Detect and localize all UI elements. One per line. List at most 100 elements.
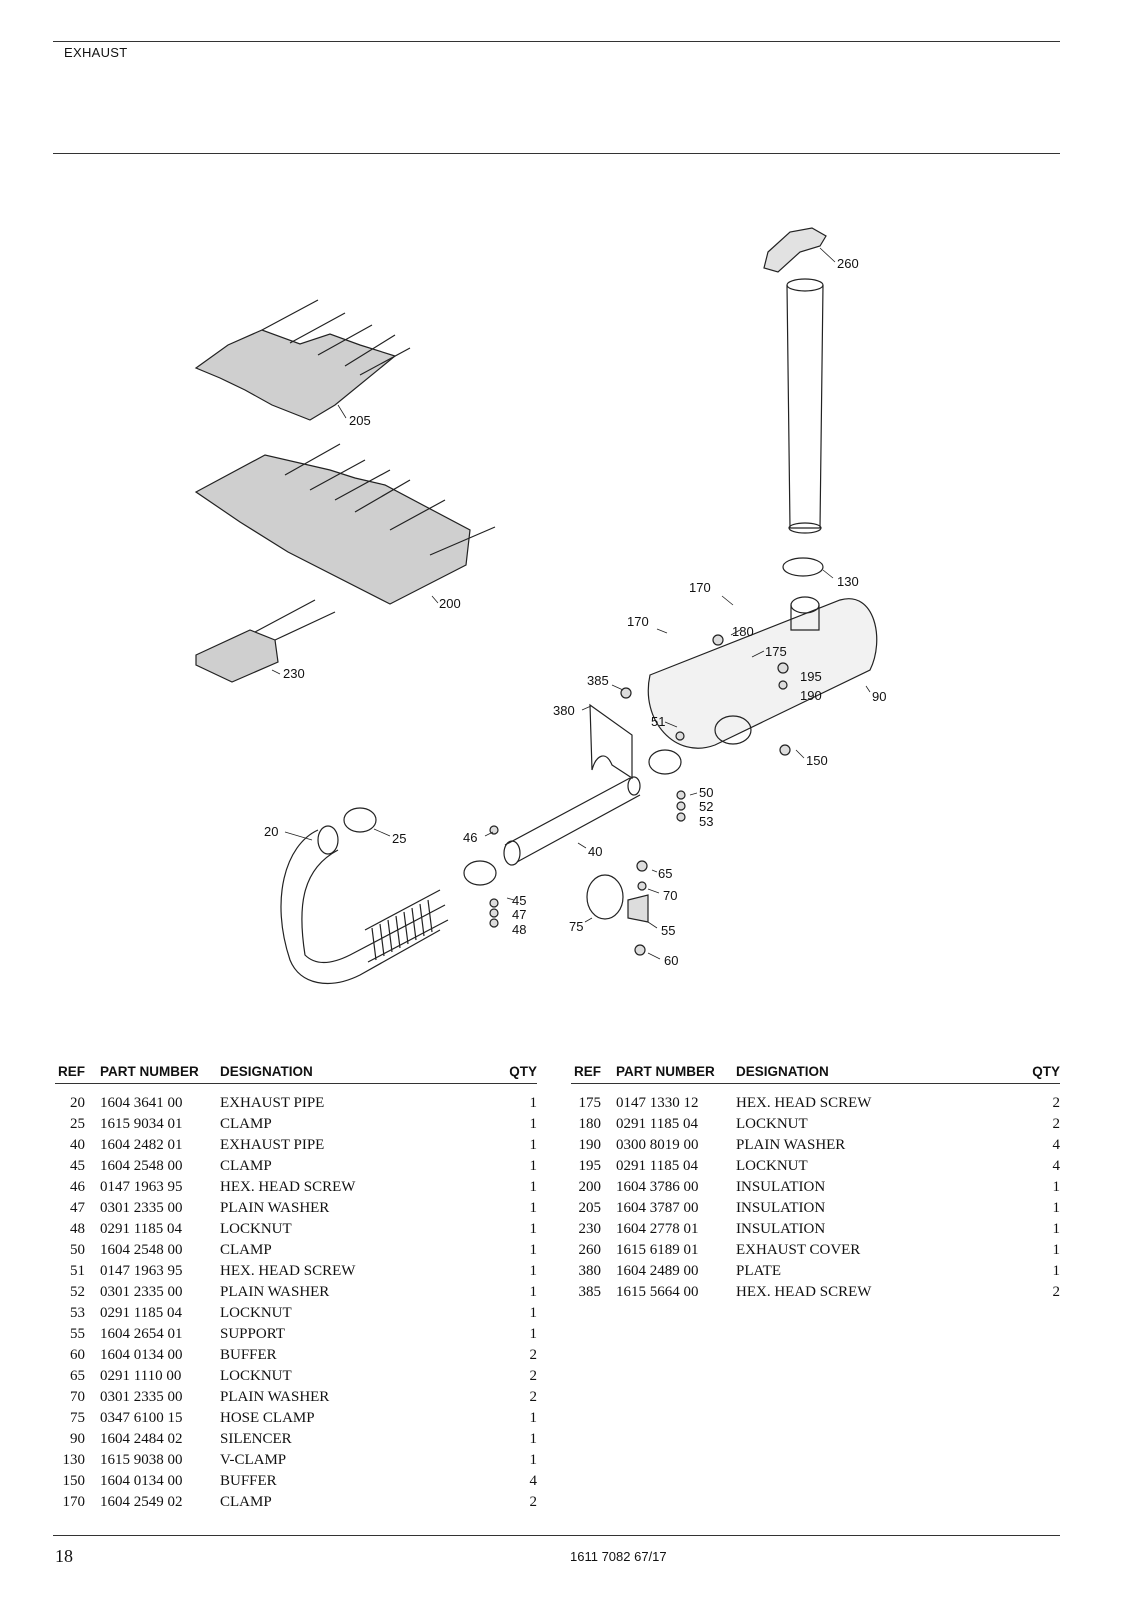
cell-part-number: 1604 2778 01 [616, 1221, 699, 1237]
cell-ref: 48 [70, 1221, 85, 1237]
cell-ref: 45 [70, 1158, 85, 1174]
column-header-qty: QTY [996, 1060, 1060, 1084]
table-spacer-row [571, 1084, 1060, 1094]
cell-qty: 4 [529, 1473, 538, 1489]
table-header-row: REF PART NUMBER DESIGNATION QTY [55, 1060, 537, 1084]
callout-65: 65 [658, 866, 672, 881]
cell-part-number: 0291 1185 04 [100, 1305, 182, 1321]
cell-part-number: 0300 8019 00 [616, 1137, 699, 1153]
cell-designation: EXHAUST PIPE [220, 1095, 325, 1111]
callout-380: 380 [553, 703, 575, 718]
cell-qty: 1 [529, 1179, 538, 1195]
cell-part-number: 1604 2549 02 [100, 1494, 183, 1510]
cell-part-number: 1615 6189 01 [616, 1242, 699, 1258]
cell-part-number: 0147 1963 95 [100, 1263, 183, 1279]
cell-ref: 205 [578, 1200, 602, 1216]
callout-150: 150 [806, 753, 828, 768]
cell-designation: BUFFER [220, 1347, 277, 1363]
table-spacer-row [55, 1084, 537, 1094]
cell-designation: PLATE [736, 1263, 781, 1279]
callout-195: 195 [800, 669, 822, 684]
callout-46: 46 [463, 830, 477, 845]
callout-52: 52 [699, 799, 713, 814]
cell-ref: 150 [62, 1473, 86, 1489]
callout-170-left: 170 [627, 614, 649, 629]
cell-designation: CLAMP [220, 1242, 272, 1258]
cell-designation: LOCKNUT [220, 1305, 292, 1321]
cell-ref: 175 [578, 1095, 602, 1111]
callout-60: 60 [664, 953, 678, 968]
cell-qty: 4 [1052, 1137, 1061, 1153]
exhaust-pipe-20-shape [280, 825, 449, 984]
cell-qty: 2 [529, 1494, 538, 1510]
hardware-shapes [489, 634, 791, 956]
cell-qty: 4 [1052, 1158, 1061, 1174]
cell-ref: 170 [62, 1494, 86, 1510]
cell-ref: 52 [70, 1284, 85, 1300]
header-bottom-rule [53, 153, 1060, 154]
cell-designation: V-CLAMP [220, 1452, 287, 1468]
exploded-parts-diagram: 260 205 200 230 130 170 170 180 175 195 … [194, 227, 886, 984]
callout-200: 200 [439, 596, 461, 611]
column-header-ref: REF [55, 1060, 85, 1084]
footer-rule [53, 1535, 1060, 1536]
callout-45: 45 [512, 893, 526, 908]
cell-designation: PLAIN WASHER [220, 1200, 330, 1216]
callout-53: 53 [699, 814, 713, 829]
cell-ref: 40 [70, 1137, 85, 1153]
cell-designation: CLAMP [220, 1116, 272, 1132]
callout-190: 190 [800, 688, 822, 703]
header-top-rule [53, 41, 1060, 42]
callout-40: 40 [588, 844, 602, 859]
cell-part-number: 0147 1963 95 [100, 1179, 183, 1195]
cell-ref: 65 [70, 1368, 85, 1384]
cell-ref: 230 [578, 1221, 602, 1237]
cell-part-number: 0291 1185 04 [100, 1221, 182, 1237]
cell-ref: 260 [578, 1242, 602, 1258]
cell-ref: 51 [70, 1263, 85, 1279]
clamp-50-shape [648, 749, 682, 775]
hose-clamp-75-shape [586, 874, 624, 920]
cell-ref: 195 [578, 1158, 602, 1174]
leader-lines [271, 247, 871, 960]
cell-part-number: 1604 3787 00 [616, 1200, 699, 1216]
callout-260: 260 [837, 256, 859, 271]
clamp-45-shape [463, 860, 497, 886]
column-header-part-number: PART NUMBER [85, 1060, 220, 1084]
cell-qty: 1 [1052, 1200, 1061, 1216]
cell-part-number: 1604 2489 00 [616, 1263, 699, 1279]
cell-part-number: 0291 1185 04 [616, 1116, 698, 1132]
cell-qty: 2 [1052, 1116, 1061, 1132]
callout-50: 50 [699, 785, 713, 800]
cell-ref: 50 [70, 1242, 85, 1258]
cell-part-number: 1615 9034 01 [100, 1116, 183, 1132]
insulation-205-shape [194, 299, 411, 421]
cell-designation: LOCKNUT [736, 1158, 808, 1174]
callout-55: 55 [661, 923, 675, 938]
cell-designation: PLAIN WASHER [220, 1284, 330, 1300]
cell-part-number: 0347 6100 15 [100, 1410, 183, 1426]
cell-ref: 55 [70, 1326, 85, 1342]
cell-part-number: 1604 3786 00 [616, 1179, 699, 1195]
cell-qty: 1 [529, 1116, 538, 1132]
cell-designation: SILENCER [220, 1431, 292, 1447]
cell-ref: 180 [578, 1116, 602, 1132]
insulation-200-shape [194, 443, 496, 605]
cell-ref: 380 [578, 1263, 602, 1279]
